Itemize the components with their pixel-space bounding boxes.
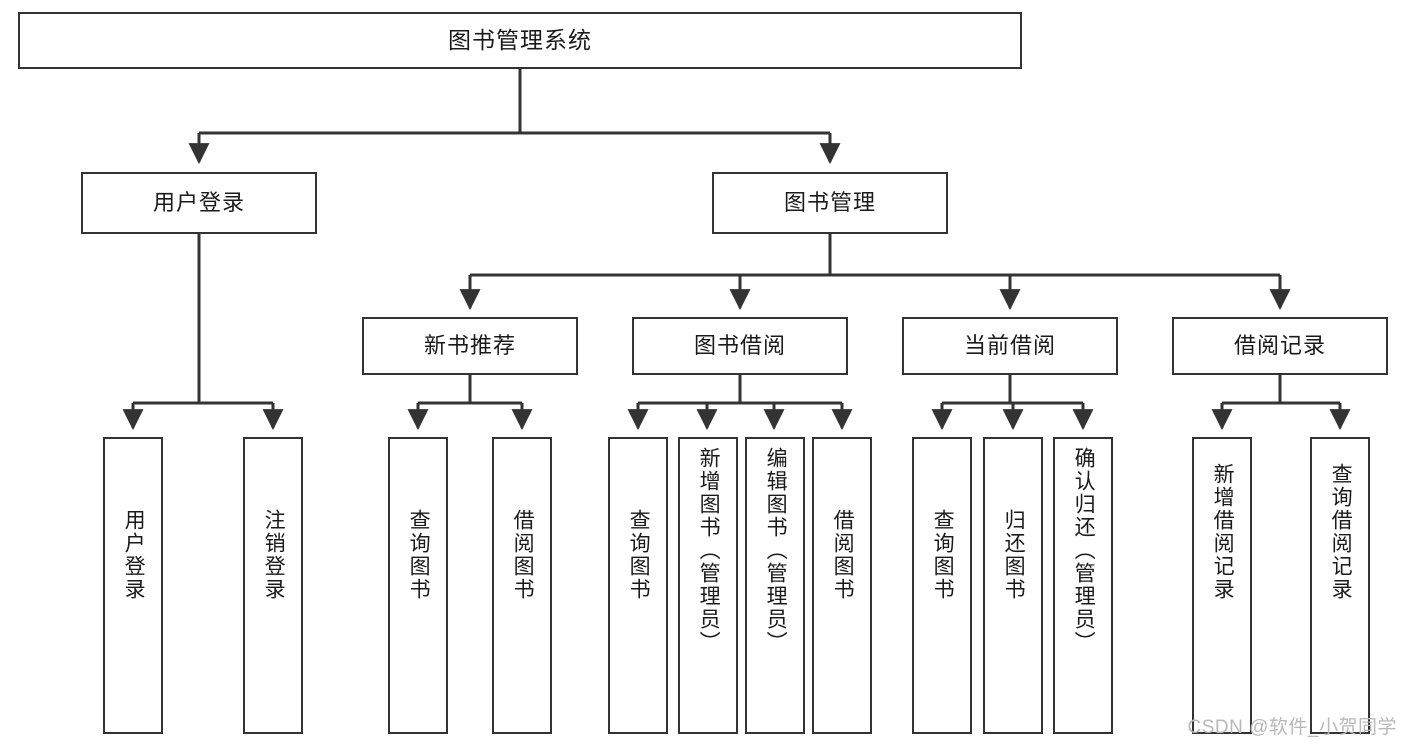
leaf-add-borrow-record[interactable]: 新增借阅记录 [1192, 437, 1252, 734]
leaf-borrow-book-borrow[interactable]: 借阅图书 [812, 437, 872, 734]
leaf-label: 归还图书 [1002, 509, 1026, 601]
node-label: 借阅记录 [1233, 332, 1326, 358]
leaf-label: 查询借阅记录 [1329, 463, 1353, 601]
leaf-add-book-admin[interactable]: 新增图书（管理员） [678, 437, 738, 734]
node-label: 图书管理 [783, 189, 876, 215]
leaf-query-book-borrow[interactable]: 查询图书 [608, 437, 668, 734]
node-user-login[interactable]: 用户登录 [81, 172, 317, 234]
leaf-label: 用户登录 [122, 509, 146, 601]
leaf-borrow-book-recommend[interactable]: 借阅图书 [492, 437, 552, 734]
leaf-user-login[interactable]: 用户登录 [103, 437, 163, 734]
leaf-label: 新增图书（管理员） [697, 447, 721, 654]
node-root-book-management-system[interactable]: 图书管理系统 [18, 12, 1022, 69]
node-book-management[interactable]: 图书管理 [712, 172, 948, 234]
node-label: 当前借阅 [963, 332, 1056, 358]
leaf-label: 借阅图书 [511, 509, 535, 601]
node-book-borrow[interactable]: 图书借阅 [632, 317, 848, 375]
node-label: 图书借阅 [693, 332, 786, 358]
leaf-label: 查询图书 [407, 509, 431, 601]
node-label: 用户登录 [152, 189, 245, 215]
leaf-label: 新增借阅记录 [1211, 463, 1235, 601]
leaf-logout-login[interactable]: 注销登录 [243, 437, 303, 734]
leaf-query-borrow-record[interactable]: 查询借阅记录 [1310, 437, 1370, 734]
leaf-label: 确认归还（管理员） [1072, 447, 1096, 654]
node-borrow-record[interactable]: 借阅记录 [1172, 317, 1388, 375]
leaf-label: 编辑图书（管理员） [764, 447, 788, 654]
leaf-return-book[interactable]: 归还图书 [983, 437, 1043, 734]
node-label: 图书管理系统 [448, 26, 592, 53]
leaf-label: 查询图书 [627, 509, 651, 601]
node-label: 新书推荐 [423, 332, 516, 358]
leaf-query-book-recommend[interactable]: 查询图书 [388, 437, 448, 734]
leaf-confirm-return-admin[interactable]: 确认归还（管理员） [1053, 437, 1113, 734]
leaf-label: 借阅图书 [831, 509, 855, 601]
leaf-label: 注销登录 [262, 509, 286, 601]
node-current-borrow[interactable]: 当前借阅 [902, 317, 1118, 375]
leaf-label: 查询图书 [931, 509, 955, 601]
leaf-query-book-current[interactable]: 查询图书 [912, 437, 972, 734]
leaf-edit-book-admin[interactable]: 编辑图书（管理员） [745, 437, 805, 734]
watermark-text: CSDN @软件_小贺同学 [1187, 717, 1397, 738]
node-new-book-recommend[interactable]: 新书推荐 [362, 317, 578, 375]
